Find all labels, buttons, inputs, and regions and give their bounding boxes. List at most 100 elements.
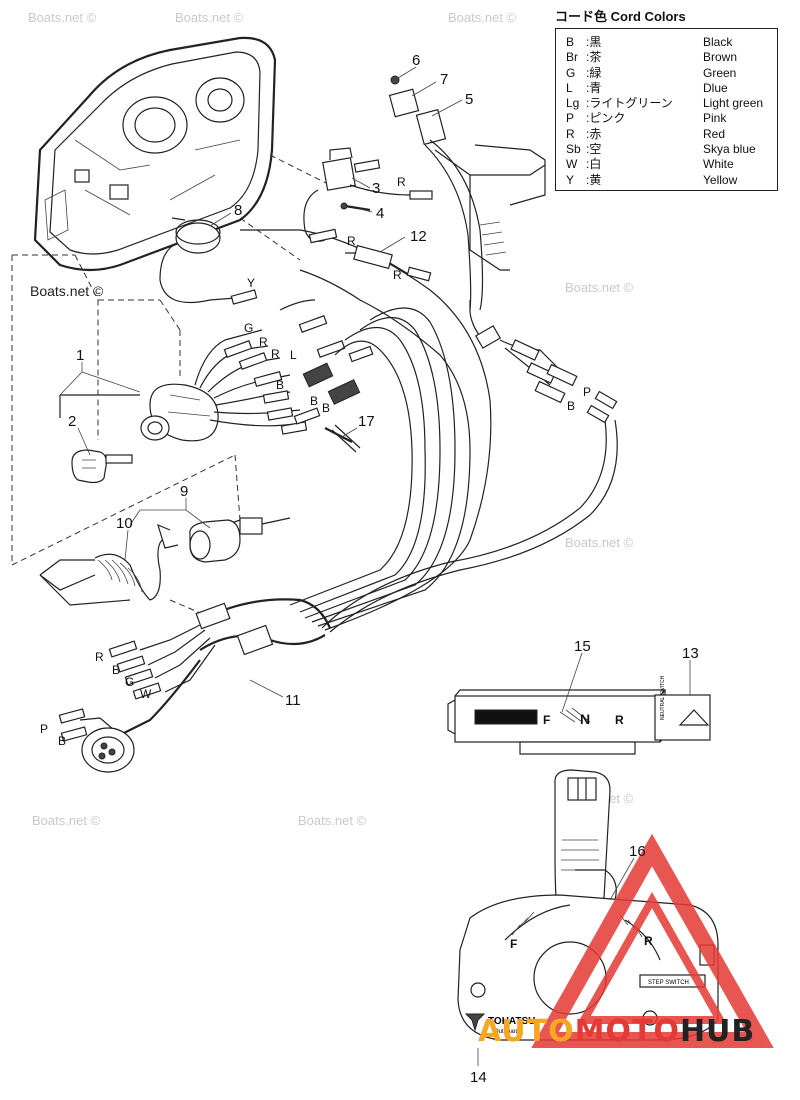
legend-en: Light green — [703, 96, 764, 111]
watermark: Boats.net © — [32, 813, 101, 828]
cord-color-tag: Y — [247, 276, 255, 290]
watermark: Boats.net © — [298, 813, 367, 828]
step-switch-label: STEP SWITCH — [648, 980, 689, 986]
lever-forward-letter: F — [510, 937, 517, 951]
cord-color-tag: R — [393, 268, 402, 282]
legend-en: White — [703, 157, 734, 172]
legend-jp: :赤 — [586, 126, 602, 141]
outboards-text: Outboards — [494, 1029, 522, 1035]
cord-color-tag: R — [271, 347, 280, 361]
cord-color-tag: G — [244, 321, 253, 335]
terminal — [324, 427, 353, 443]
legend-en: Skya blue — [703, 142, 756, 157]
legend-code: R — [566, 126, 575, 141]
legend-code: Sb — [566, 142, 581, 157]
trim-relay — [303, 147, 433, 244]
watermark: Boats.net © — [565, 280, 634, 295]
legend-jp: :空 — [586, 142, 602, 157]
cord-color-tag: B — [310, 394, 318, 408]
buzzer — [159, 217, 258, 305]
legend-row: R :赤 Red — [566, 127, 777, 142]
brand-part: MOTO — [574, 1014, 680, 1049]
emergency-stop-switch — [157, 517, 291, 563]
connector-group — [293, 315, 374, 453]
watermark: Boats.net © — [448, 10, 517, 25]
part-number: 7 — [440, 71, 448, 88]
cord-color-tag: B — [276, 378, 284, 392]
brand-part: AUTO — [478, 1014, 575, 1049]
cord-color-tag: G — [125, 675, 134, 689]
lanyard-cord — [39, 539, 163, 606]
legend-code: G — [566, 65, 576, 80]
legend-code: P — [566, 111, 575, 126]
part-number: 3 — [372, 180, 380, 197]
shift-indicator-panel: F N R NEUTRAL SWITCH — [447, 675, 711, 755]
trim-connectors — [499, 339, 618, 424]
legend-en: Red — [703, 126, 726, 141]
part-number: 9 — [180, 483, 188, 500]
legend-jp: :白 — [586, 157, 602, 172]
legend-code: Lg — [566, 96, 580, 111]
lever-reverse-letter: R — [644, 934, 653, 948]
cord-color-tag: R — [347, 234, 356, 248]
legend-en: Brown — [703, 50, 738, 65]
legend-jp: :黒 — [586, 35, 602, 49]
legend-row: G :緑 Green — [566, 66, 777, 81]
leader-lines — [59, 66, 691, 1066]
cord-color-tag: L — [290, 348, 297, 362]
part-number: 8 — [234, 202, 242, 219]
cord-color-tag: P — [40, 722, 48, 736]
legend-row: Br :茶 Brown — [566, 50, 777, 65]
legend-jp: :ライトグリーン — [586, 96, 673, 111]
cord-color-tag: B — [322, 401, 330, 415]
brand-watermark: AUTOMOTOHUB — [478, 1014, 755, 1049]
watermark: Boats.net © — [30, 283, 104, 299]
watermark: Boats.net © — [28, 10, 97, 25]
control-box-housing — [33, 36, 277, 272]
part-number: 16 — [629, 843, 646, 860]
legend-en: Green — [703, 65, 737, 80]
part-number: 4 — [376, 205, 384, 222]
cord-color-tag: B — [58, 734, 66, 748]
tohatsu-logo-text: TOHATSU — [488, 1016, 535, 1027]
fuse-holder — [345, 244, 432, 282]
legend-jp: :緑 — [586, 65, 602, 80]
part-number: 10 — [116, 515, 133, 532]
brand-part: HUB — [679, 1014, 756, 1049]
legend-code: Y — [566, 172, 575, 187]
legend-title: コード色 Cord Colors — [555, 9, 686, 24]
legend-en: Black — [703, 35, 733, 49]
part-number: 13 — [682, 645, 699, 662]
legend-en: Yellow — [703, 172, 738, 187]
cord-color-tag: R — [95, 650, 104, 664]
neutral-switch-label: NEUTRAL SWITCH — [660, 675, 666, 720]
part-number: 11 — [285, 692, 301, 709]
cord-color-tag: B — [567, 399, 575, 413]
reverse-letter: R — [615, 713, 624, 727]
switch-leads — [194, 329, 308, 435]
legend-row: Lg :ライトグリーン Light green — [566, 96, 777, 111]
part-number: 6 — [412, 52, 420, 69]
cord-color-tag: R — [259, 335, 268, 349]
cord-color-tag: W — [140, 687, 152, 701]
part-number: 2 — [68, 413, 76, 430]
legend-code: W — [566, 157, 578, 172]
automotohub-logo-icon — [531, 833, 774, 1048]
legend-code: L — [566, 80, 573, 95]
legend-jp: :ピンク — [586, 111, 626, 126]
cord-color-tag: B — [112, 663, 120, 677]
legend-row: Sb :空 Skya blue — [566, 142, 777, 157]
main-harness — [240, 229, 618, 633]
screw — [340, 202, 371, 212]
cord-color-tag: P — [583, 385, 591, 399]
part-number: 17 — [358, 413, 375, 430]
trim-switch — [388, 75, 546, 349]
ignition-switch — [59, 383, 219, 442]
legend-jp: :茶 — [586, 50, 602, 65]
harness-lower — [58, 598, 332, 773]
legend-code: Br — [566, 50, 578, 65]
part-number: 5 — [465, 91, 473, 108]
